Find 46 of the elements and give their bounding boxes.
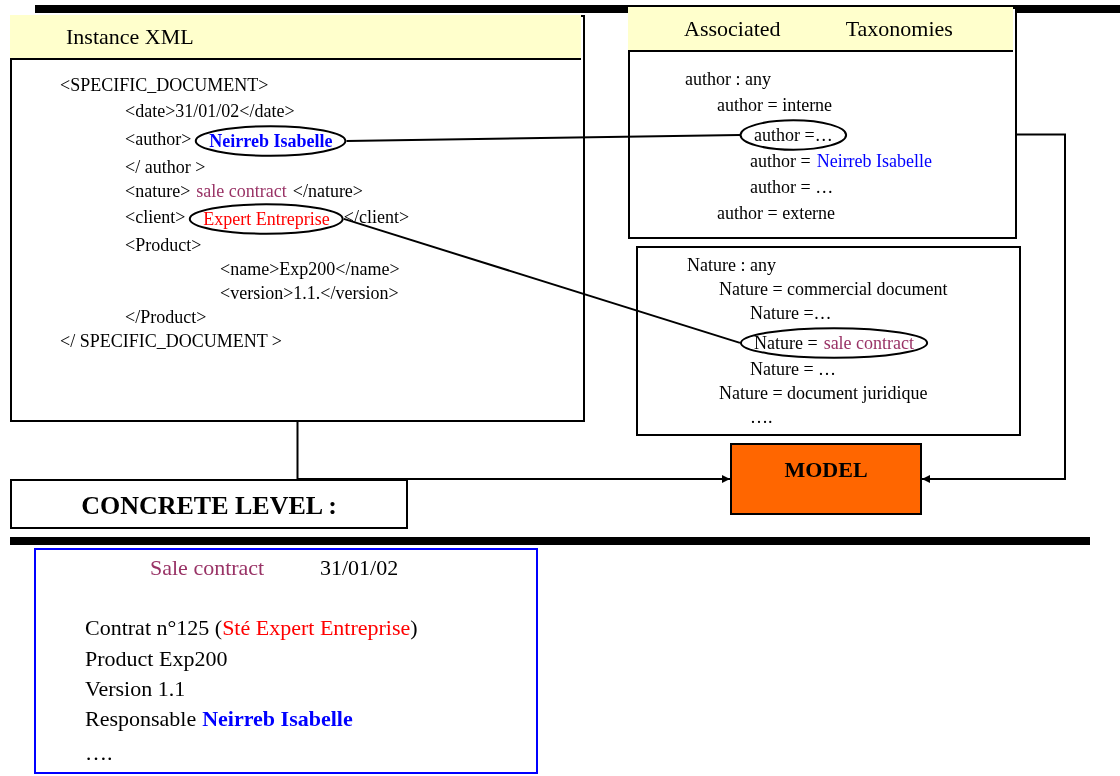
code-line: author = interne — [717, 94, 833, 116]
arrow — [296, 421, 731, 483]
code-line: </ SPECIFIC_DOCUMENT > — [60, 330, 282, 352]
code-line: <Product> — [125, 234, 202, 256]
taxonomy-box — [636, 246, 1021, 436]
text-line: Version 1.1 — [85, 675, 186, 703]
code-line: Nature =… — [750, 302, 832, 324]
code-text: <author> — [125, 128, 192, 150]
level-label-box: CONCRETE LEVEL : — [10, 479, 408, 529]
arrow — [921, 133, 1066, 483]
code-line: Nature : any — [687, 254, 776, 276]
code-line: author : any — [685, 68, 771, 90]
code-line: <name>Exp200</name> — [220, 258, 400, 280]
text-line: Contrat n°125 (Sté Expert Entreprise) — [85, 614, 418, 642]
code-line: Nature = commercial document — [719, 278, 948, 300]
text-line: 31/01/02 — [320, 554, 399, 582]
code-line: Nature = document juridique — [719, 382, 928, 404]
code-text: </client> — [343, 206, 410, 228]
code-line: …. — [750, 406, 773, 428]
code-line: author = Neirreb Isabelle — [750, 150, 933, 172]
text-line: Sale contract — [150, 554, 265, 582]
code-line: <SPECIFIC_DOCUMENT> — [60, 74, 269, 96]
code-text: <client> — [125, 206, 186, 228]
taxonomy-box — [628, 7, 1017, 239]
code-line: <date>31/01/02</date> — [125, 100, 295, 122]
panel-header: Associated Taxonomies — [628, 7, 1013, 52]
text-line: …. — [85, 739, 113, 767]
code-line: Nature = … — [750, 358, 837, 380]
connector-line — [345, 133, 741, 142]
text-line: Product Exp200 — [85, 645, 228, 673]
code-line: author = externe — [717, 202, 836, 224]
code-panel — [10, 15, 585, 422]
code-line: author = … — [750, 176, 834, 198]
document-card — [34, 548, 538, 774]
text-line: Responsable Neirreb Isabelle — [85, 705, 353, 733]
model-box: MODEL — [730, 443, 922, 515]
code-line: </Product> — [125, 306, 207, 328]
code-line: </ author > — [125, 156, 206, 178]
highlight-ellipse: Neirreb Isabelle — [195, 124, 347, 157]
highlight-ellipse: author =… — [740, 118, 847, 151]
code-line: <version>1.1.</version> — [220, 282, 399, 304]
highlight-ellipse: Nature = sale contract — [740, 326, 929, 359]
code-line: <nature> sale contract </nature> — [125, 180, 363, 202]
connector-line — [342, 217, 741, 344]
panel-header: Instance XML — [10, 15, 581, 60]
highlight-ellipse: Expert Entreprise — [189, 202, 344, 235]
